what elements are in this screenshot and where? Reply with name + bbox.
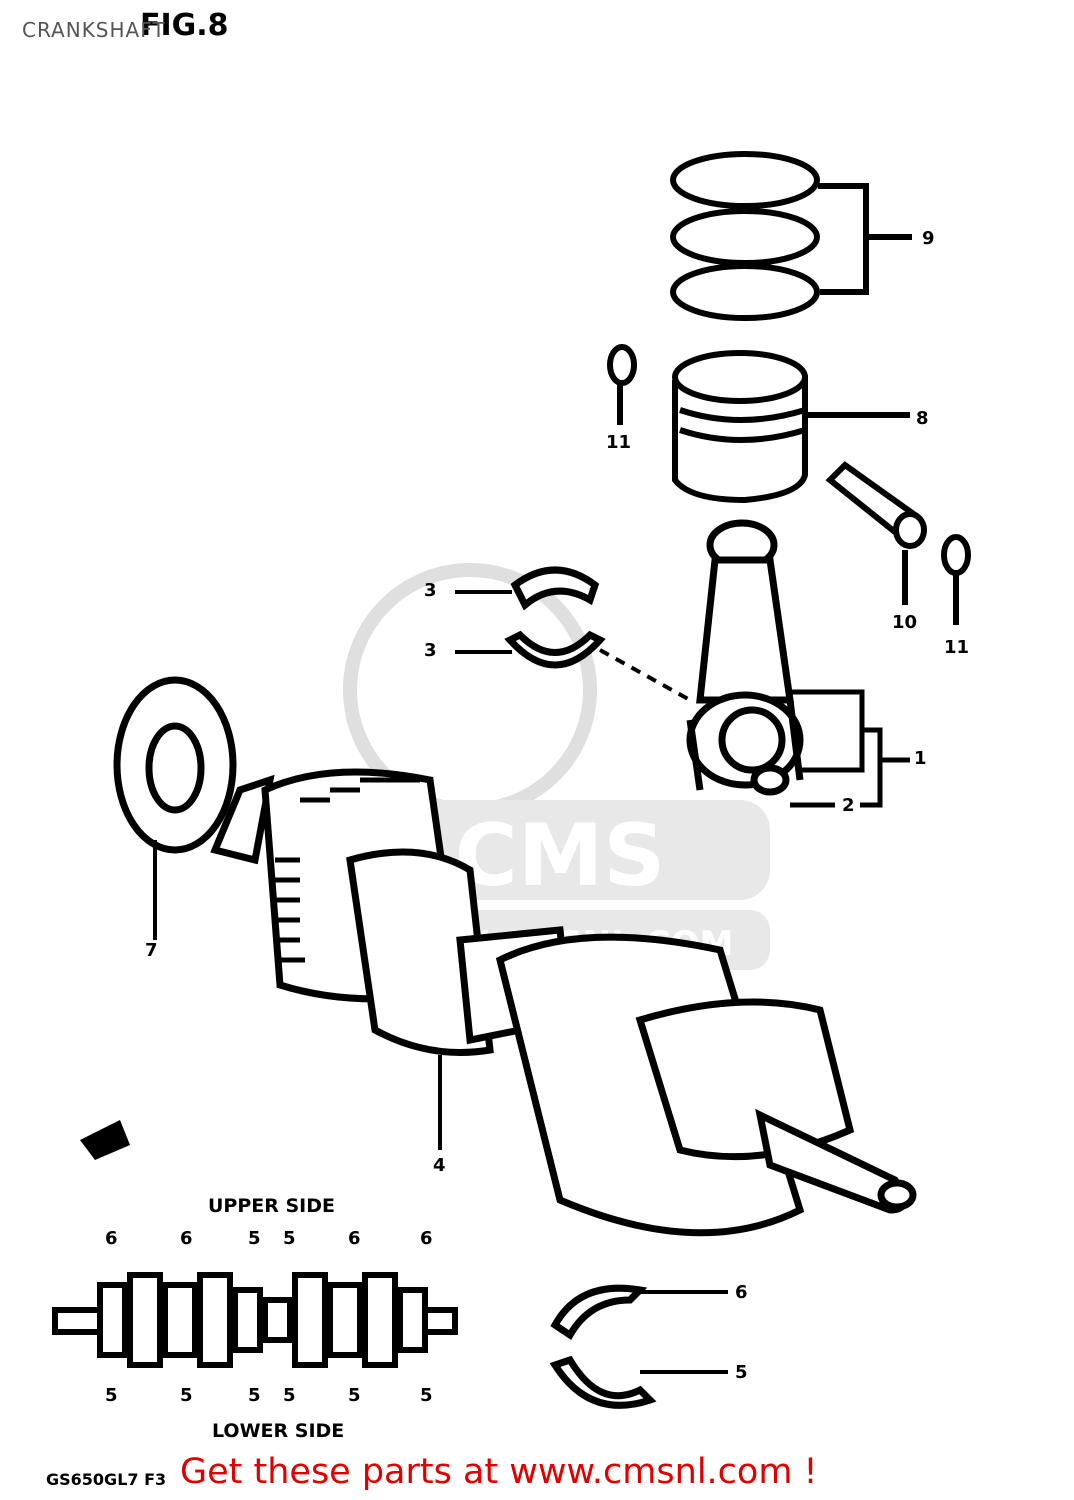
- callout-2: 2: [842, 795, 855, 816]
- callout-8: 8: [916, 408, 929, 429]
- callout-11-left: 11: [606, 432, 632, 453]
- lower-bearing-label: 5: [283, 1385, 296, 1406]
- bearing-layout-diagram: [52, 1272, 458, 1368]
- upper-side-label: UPPER SIDE: [208, 1195, 336, 1217]
- callout-9: 9: [922, 228, 935, 249]
- figure-label: FIG.8: [140, 8, 229, 43]
- model-code: GS650GL7 F3: [46, 1470, 167, 1489]
- callout-3-lower: 3: [424, 640, 437, 661]
- watermark-brand: CMS: [455, 806, 666, 906]
- callout-7: 7: [145, 940, 158, 961]
- crank-bearing-shells: [549, 1284, 728, 1409]
- front-arrow-icon: [80, 1120, 130, 1160]
- lower-bearing-label: 5: [348, 1385, 361, 1406]
- upper-bearing-label: 6: [348, 1228, 361, 1249]
- callout-10: 10: [892, 612, 918, 633]
- callout-11-right: 11: [944, 637, 970, 658]
- lower-bearing-label: 5: [105, 1385, 118, 1406]
- callout-3-upper: 3: [424, 580, 437, 601]
- piston-pin: [825, 461, 927, 605]
- page-title: CRANKSHAFT: [22, 18, 166, 42]
- lower-bearing-label: 5: [180, 1385, 193, 1406]
- callout-5-shell: 5: [735, 1362, 748, 1383]
- circlip-left: [607, 344, 637, 425]
- oil-seal: [113, 676, 237, 940]
- lower-side-label: LOWER SIDE: [212, 1420, 345, 1442]
- circlip-right: [941, 534, 971, 625]
- upper-bearing-label: 6: [420, 1228, 433, 1249]
- callout-4: 4: [433, 1155, 446, 1176]
- crankshaft: [210, 768, 917, 1237]
- piston: [672, 350, 910, 504]
- conrod-bearings: [455, 566, 691, 702]
- upper-bearing-label: 5: [248, 1228, 261, 1249]
- lower-bearing-label: 5: [420, 1385, 433, 1406]
- upper-bearing-label: 6: [105, 1228, 118, 1249]
- connecting-rod: [686, 519, 910, 808]
- callout-6-shell: 6: [735, 1282, 748, 1303]
- parts-link-banner[interactable]: Get these parts at www.cmsnl.com !: [180, 1452, 818, 1492]
- crank-gear-teeth: [275, 777, 420, 963]
- lower-bearing-label: 5: [248, 1385, 261, 1406]
- callout-1: 1: [914, 748, 927, 769]
- upper-bearing-label: 5: [283, 1228, 296, 1249]
- piston-rings: [670, 151, 912, 321]
- upper-bearing-label: 6: [180, 1228, 193, 1249]
